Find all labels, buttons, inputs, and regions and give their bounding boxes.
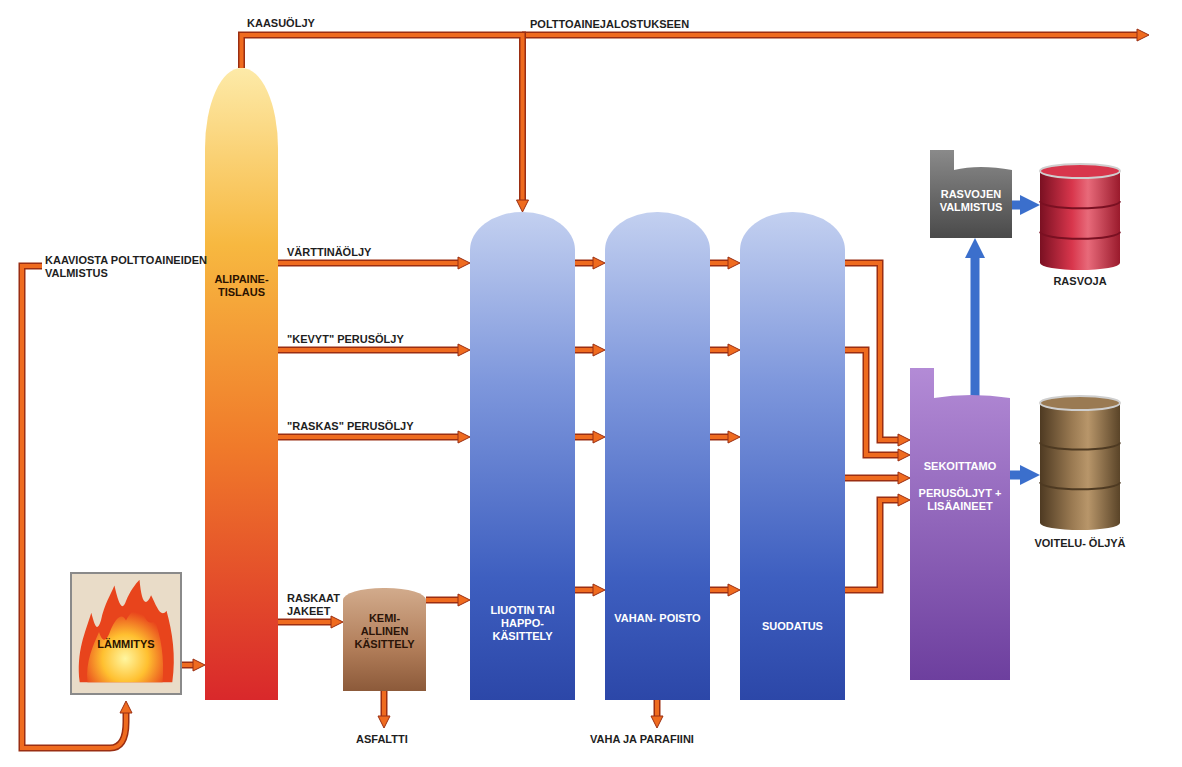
flow-label: POLTTOAINEJALOSTUKSEEN: [530, 18, 730, 31]
product-arrow: [1010, 475, 1020, 476]
node-shape: [910, 368, 1010, 680]
blending-plant: SEKOITTAMO PERUSÖLJYT + LISÄAINEET: [910, 368, 1010, 680]
flow-arrow: [278, 263, 458, 264]
flow-arrow: [845, 500, 898, 590]
edge-label: RASKAAT JAKEET: [287, 592, 339, 618]
heater-box: LÄMMITYS: [70, 572, 182, 695]
node-text: VAHAN- POISTO: [605, 612, 710, 625]
node-text: PERUSÖLJYT + LISÄAINEET: [910, 487, 1010, 513]
flow-arrow: [575, 590, 593, 591]
flow-arrow: [575, 350, 593, 351]
node-text: LIUOTIN TAI HAPPO- KÄSITTELY: [470, 604, 575, 644]
process-column: LIUOTIN TAI HAPPO- KÄSITTELY: [470, 212, 575, 700]
distillation-column: ALIPAINE- TISLAUS: [205, 68, 278, 700]
process-column: SUODATUS: [740, 212, 845, 700]
fuel-line: [522, 35, 1137, 36]
flow-arrow: [278, 437, 458, 438]
flow-arrow: [845, 478, 898, 479]
flow-arrow: [575, 263, 593, 264]
node-text: SUODATUS: [740, 620, 845, 633]
node-shape: [72, 574, 180, 693]
flow-arrow: [710, 590, 728, 591]
flow-label: VAHA JA PARAFIINI: [590, 733, 730, 746]
edge-label: VÄRTTINÄÖLJY: [287, 246, 447, 259]
wax-outlet: [657, 700, 658, 716]
node-text: VOITELU- ÖLJYÄ: [1030, 537, 1130, 550]
product-drum: RASVOJA: [1030, 163, 1130, 303]
node-shape: [1030, 395, 1130, 585]
node-text: RASVOJA: [1030, 275, 1130, 288]
flow-arrow: [278, 350, 458, 351]
flow-arrow: [845, 350, 898, 455]
edge-label: "KEVYT" PERUSÖLJY: [287, 333, 447, 346]
product-arrow: [975, 258, 976, 398]
grease-plant: RASVOJEN VALMISTUS: [930, 150, 1012, 238]
treatment-tank: KEMI- ALLINEN KÄSITTELY: [343, 588, 426, 691]
node-text: RASVOJEN VALMISTUS: [930, 188, 1012, 214]
flow-label: ASFALTTI: [356, 733, 436, 746]
product-drum: VOITELU- ÖLJYÄ: [1030, 395, 1130, 585]
flow-arrow: [710, 263, 728, 264]
asphalt-outlet: [384, 691, 385, 716]
node-text: ALIPAINE- TISLAUS: [205, 273, 278, 299]
flow-arrow: [710, 437, 728, 438]
flow-arrow: [575, 437, 593, 438]
node-text: LÄMMITYS: [70, 638, 182, 651]
edge-label: "RASKAS" PERUSÖLJY: [287, 420, 447, 433]
flow-arrow: [182, 665, 193, 666]
flow-arrow: [426, 600, 458, 601]
flow-arrow: [710, 350, 728, 351]
flow-label: KAAVIOSTA POLTTOAINEIDEN VALMISTUS: [45, 254, 220, 280]
process-column: VAHAN- POISTO: [605, 212, 710, 700]
flow-arrow: [242, 35, 523, 200]
edge-label: KAASUÖLJY: [247, 17, 337, 30]
product-arrow: [1012, 205, 1020, 206]
node-text: SEKOITTAMO: [910, 460, 1010, 473]
node-text: KEMI- ALLINEN KÄSITTELY: [343, 612, 426, 652]
flow-arrow: [278, 622, 331, 623]
